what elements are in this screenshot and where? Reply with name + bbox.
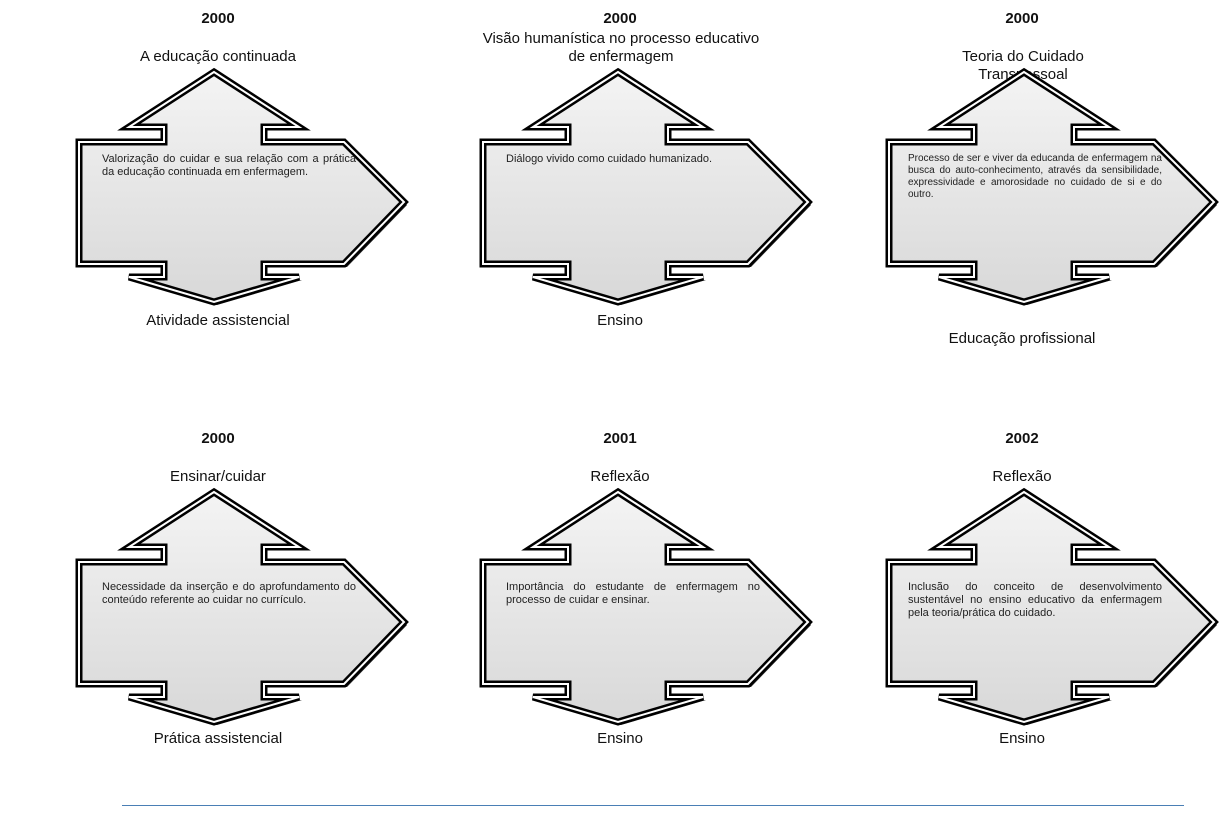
- panel-year: 2000: [603, 10, 637, 27]
- panel-3: 2000 Teoria do Cuidado Transpessoal Proc…: [818, 0, 1224, 400]
- panel-title: Reflexão: [992, 468, 1052, 485]
- panel-4: 2000 Ensinar/cuidar Necessidade da inser…: [14, 420, 422, 820]
- arrow-shape: [479, 67, 813, 306]
- panel-year: 2000: [1005, 10, 1039, 27]
- panel-year: 2000: [201, 430, 235, 447]
- panel-2: 2000 Visão humanística no processo educa…: [416, 0, 824, 400]
- panel-body: Necessidade da inserção e do aprofundame…: [102, 581, 356, 606]
- panel-bottom-label: Ensino: [597, 730, 643, 747]
- panel-year: 2002: [1005, 430, 1039, 447]
- arrow-shape: [885, 487, 1219, 726]
- panel-body: Inclusão do conceito de desenvolvimento …: [908, 581, 1162, 619]
- panel-body: Processo de ser e viver da educanda de e…: [908, 153, 1162, 200]
- panel-1: 2000 A educação continuada Valorização d…: [14, 0, 422, 400]
- panel-title: Ensinar/cuidar: [170, 468, 266, 485]
- panel-bottom-label: Ensino: [999, 730, 1045, 747]
- panel-title: Visão humanística no processo educativo …: [482, 30, 760, 65]
- panel-year: 2000: [201, 10, 235, 27]
- panel-title: A educação continuada: [140, 48, 296, 65]
- arrow-shape: [75, 67, 409, 306]
- arrow-shape: [885, 67, 1219, 306]
- panel-bottom-label: Educação profissional: [948, 330, 1096, 347]
- panel-title: Reflexão: [590, 468, 650, 485]
- panel-5: 2001 Reflexão Importância do estudante d…: [416, 420, 824, 820]
- panel-body: Diálogo vivido como cuidado humanizado.: [506, 153, 713, 165]
- panel-bottom-label: Ensino: [597, 312, 643, 329]
- panel-6: 2002 Reflexão Inclusão do conceito de de…: [818, 420, 1224, 820]
- panel-year: 2001: [603, 430, 637, 447]
- panel-bottom-label: Prática assistencial: [153, 730, 283, 747]
- panel-bottom-label: Atividade assistencial: [146, 312, 290, 329]
- panel-body: Importância do estudante de enfermagem n…: [506, 581, 760, 606]
- panel-body: Valorização do cuidar e sua relação com …: [102, 153, 356, 178]
- arrow-shape: [479, 487, 813, 726]
- arrow-shape: [75, 487, 409, 726]
